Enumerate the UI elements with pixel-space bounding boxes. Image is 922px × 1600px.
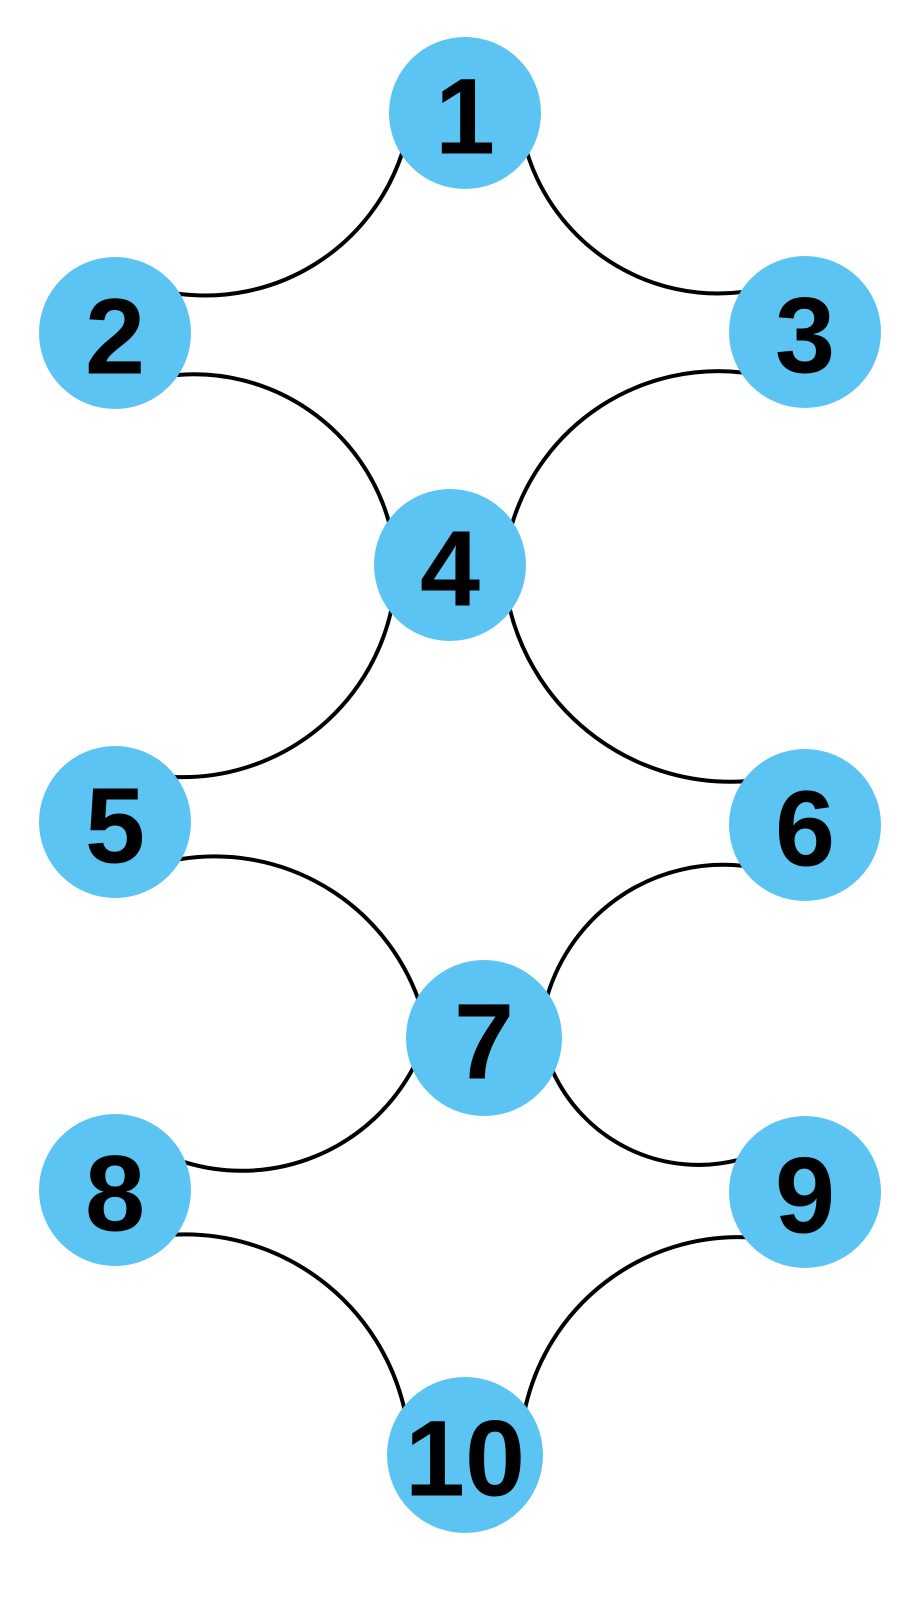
node-circle-8[interactable] (39, 1114, 191, 1266)
edge-5-7 (176, 854, 421, 1002)
edge-8-10 (172, 1232, 407, 1412)
node-circle-5[interactable] (39, 746, 191, 898)
node-circle-10[interactable] (387, 1377, 543, 1533)
node-circle-3[interactable] (729, 256, 881, 408)
graph-node-8[interactable]: 8 (39, 1114, 191, 1266)
node-circle-6[interactable] (729, 749, 881, 901)
graph-node-4[interactable]: 4 (374, 489, 526, 641)
node-circle-7[interactable] (406, 960, 562, 1116)
graph-node-1[interactable]: 1 (389, 37, 541, 189)
edge-4-6 (507, 606, 748, 784)
edge-3-4 (509, 369, 746, 527)
graph-node-9[interactable]: 9 (729, 1116, 881, 1268)
graph-node-2[interactable]: 2 (39, 257, 191, 409)
node-circle-9[interactable] (729, 1116, 881, 1268)
graph-node-7[interactable]: 7 (406, 960, 562, 1116)
graph-node-6[interactable]: 6 (729, 749, 881, 901)
node-circle-1[interactable] (389, 37, 541, 189)
node-circle-4[interactable] (374, 489, 526, 641)
edge-7-9 (550, 1068, 741, 1167)
node-circle-2[interactable] (39, 257, 191, 409)
graph-node-3[interactable]: 3 (729, 256, 881, 408)
node-layer: 1 2 3 4 5 6 7 8 9 10 (39, 37, 881, 1533)
edge-9-10 (523, 1235, 749, 1411)
edge-6-7 (545, 862, 746, 998)
edge-2-4 (173, 372, 392, 525)
edge-1-3 (525, 151, 745, 296)
edge-4-5 (171, 608, 394, 780)
graph-node-10[interactable]: 10 (387, 1377, 543, 1533)
edge-1-2 (175, 150, 405, 298)
edge-7-8 (181, 1064, 416, 1173)
graph-node-5[interactable]: 5 (39, 746, 191, 898)
edge-layer (171, 150, 749, 1412)
